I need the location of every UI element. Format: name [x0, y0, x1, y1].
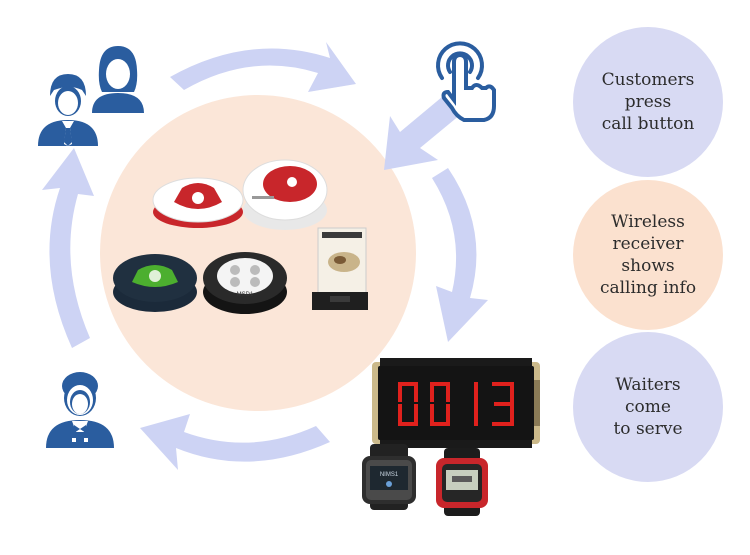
step-text: Waiters come to serve: [613, 375, 683, 439]
step-bubble-receiver-shows: Wireless receiver shows calling info: [573, 180, 723, 330]
arrow-left: [42, 148, 94, 348]
call-button-red-white: [152, 177, 244, 228]
center-circle: [100, 95, 416, 411]
menu-stand: [312, 227, 368, 310]
customers-icon: [38, 46, 144, 146]
display-digits: [398, 382, 514, 426]
step-text: Wireless receiver shows calling info: [599, 212, 697, 298]
cycle-arrows: [42, 42, 488, 470]
step-text: Customers press call button: [601, 70, 695, 134]
step-bubble-customers-press: Customers press call button: [573, 27, 723, 177]
receiver-display: [372, 358, 540, 448]
touch-hand-icon: [436, 41, 496, 122]
watch-black: NIMS1: [362, 444, 416, 510]
arrow-right: [432, 168, 488, 342]
call-button-four-key: MSD1: [203, 252, 287, 314]
call-button-green: [113, 254, 197, 312]
waiter-icon: [46, 372, 114, 448]
arrow-bottom: [140, 414, 330, 470]
watch-red: [436, 448, 488, 516]
call-button-round: [242, 159, 328, 230]
arrow-top: [170, 42, 356, 92]
call-buttons-photo: MSD1: [113, 159, 368, 314]
watch-label: NIMS1: [380, 472, 399, 478]
call-button-label: MSD1: [237, 292, 254, 298]
arrow-upper-right: [384, 92, 466, 170]
step-bubble-waiters-serve: Waiters come to serve: [573, 332, 723, 482]
